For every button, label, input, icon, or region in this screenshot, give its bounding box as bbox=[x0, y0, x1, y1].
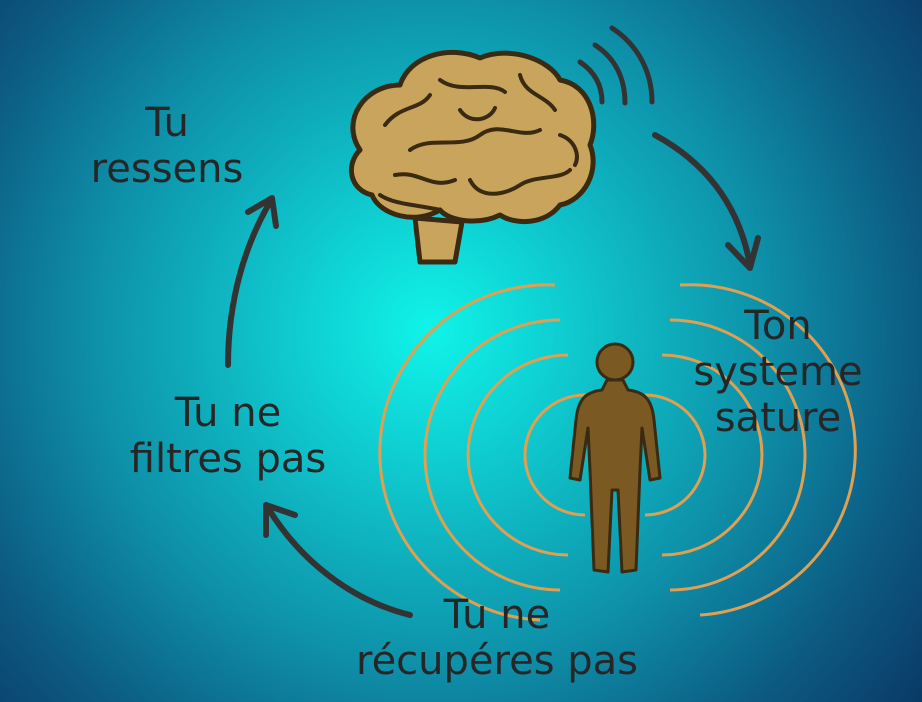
arrow-filter-to-feel bbox=[225, 199, 273, 368]
signal-waves-icon bbox=[577, 25, 655, 106]
arrow-brain-to-system bbox=[652, 132, 753, 268]
label-not-filter: Tu ne filtres pas bbox=[130, 390, 326, 482]
person-icon bbox=[568, 342, 662, 574]
arrow-head-1 bbox=[725, 235, 761, 271]
label-line: ressens bbox=[90, 146, 244, 192]
label-line: sature bbox=[714, 395, 842, 441]
arrow-recover-to-filter bbox=[265, 505, 413, 618]
label-system-saturates: Ton systeme sature bbox=[693, 303, 862, 441]
label-line: Tu bbox=[145, 100, 189, 146]
arrow-head-2 bbox=[263, 502, 298, 538]
vibration-waves bbox=[378, 283, 857, 622]
arrow-head-3 bbox=[245, 195, 279, 229]
label-line: récupéres pas bbox=[356, 638, 638, 684]
cycle-arrows bbox=[225, 132, 761, 618]
label-line: Tu ne bbox=[443, 592, 551, 638]
label-line: filtres pas bbox=[129, 436, 327, 482]
label-not-recover: Tu ne récupéres pas bbox=[356, 592, 638, 684]
label-line: Ton bbox=[744, 303, 812, 349]
label-feel: Tu ressens bbox=[91, 100, 244, 192]
label-line: Tu ne bbox=[174, 390, 282, 436]
brain-icon bbox=[349, 49, 597, 265]
label-line: systeme bbox=[693, 349, 863, 395]
